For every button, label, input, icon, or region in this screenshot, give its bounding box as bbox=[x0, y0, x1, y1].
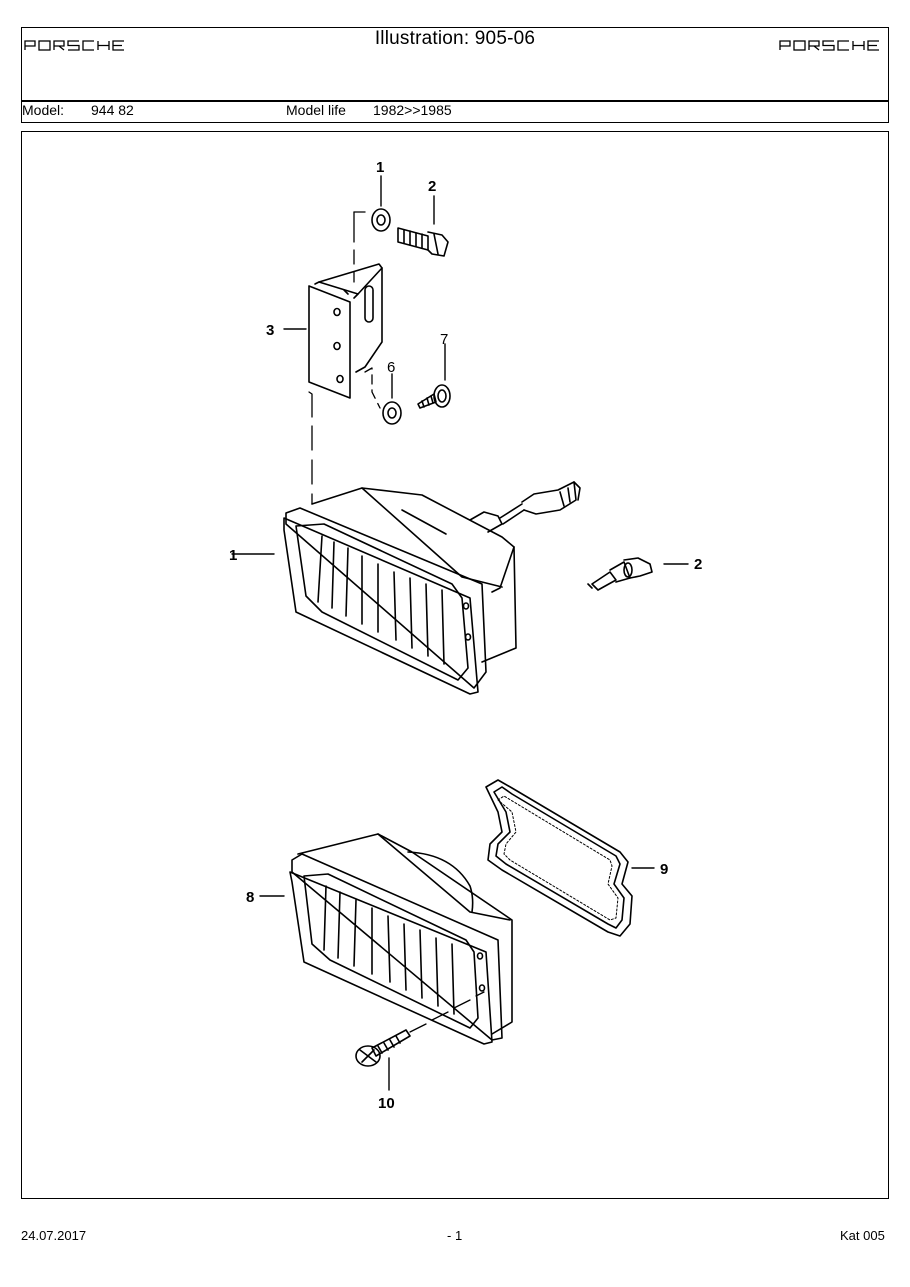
model-life-label: Model life bbox=[286, 102, 346, 118]
callout-9: 9 bbox=[660, 861, 668, 878]
footer-date: 24.07.2017 bbox=[21, 1228, 87, 1243]
fog-lamp-8-icon bbox=[289, 833, 513, 1045]
header-box: Illustration: 905-06 Model: 944 82 Model… bbox=[21, 27, 889, 123]
washer-6-icon bbox=[382, 401, 402, 425]
callout-8: 8 bbox=[246, 889, 254, 906]
footer-page: - 1 bbox=[447, 1228, 463, 1243]
callout-10: 10 bbox=[378, 1095, 395, 1112]
gasket-9-icon bbox=[485, 779, 633, 937]
header-divider bbox=[22, 100, 888, 102]
parts-exploded-diagram: 1 2 3 7 6 1 2 9 8 10 bbox=[229, 159, 702, 1112]
callout-7: 7 bbox=[440, 331, 448, 348]
callout-6: 6 bbox=[387, 359, 395, 376]
porsche-wordmark-icon bbox=[779, 40, 879, 51]
porsche-wordmark-icon bbox=[24, 40, 124, 51]
footer-catalog: Kat 005 bbox=[840, 1228, 885, 1243]
screw-10-icon bbox=[355, 991, 485, 1067]
model-life-value: 1982>>1985 bbox=[373, 102, 452, 118]
model-value: 944 82 bbox=[91, 102, 134, 118]
callout-5: 2 bbox=[428, 178, 436, 195]
fog-lamp-1-icon bbox=[283, 481, 581, 695]
bulb-2-icon bbox=[587, 557, 653, 591]
page-title: Illustration: 905-06 bbox=[374, 28, 536, 49]
bracket-3-icon bbox=[308, 263, 383, 399]
bolt-5-icon bbox=[397, 227, 449, 257]
screw-7-icon bbox=[417, 384, 451, 409]
callout-1: 1 bbox=[229, 547, 237, 564]
porsche-logo-right bbox=[779, 38, 883, 52]
callout-4: 1 bbox=[376, 159, 384, 176]
porsche-logo-left bbox=[24, 38, 128, 52]
illustration-box: 1 2 3 7 6 1 2 9 8 10 bbox=[21, 131, 889, 1199]
model-label: Model: bbox=[22, 102, 65, 118]
callout-2: 2 bbox=[694, 556, 702, 573]
callout-3: 3 bbox=[266, 322, 274, 339]
washer-4-icon bbox=[371, 208, 391, 232]
